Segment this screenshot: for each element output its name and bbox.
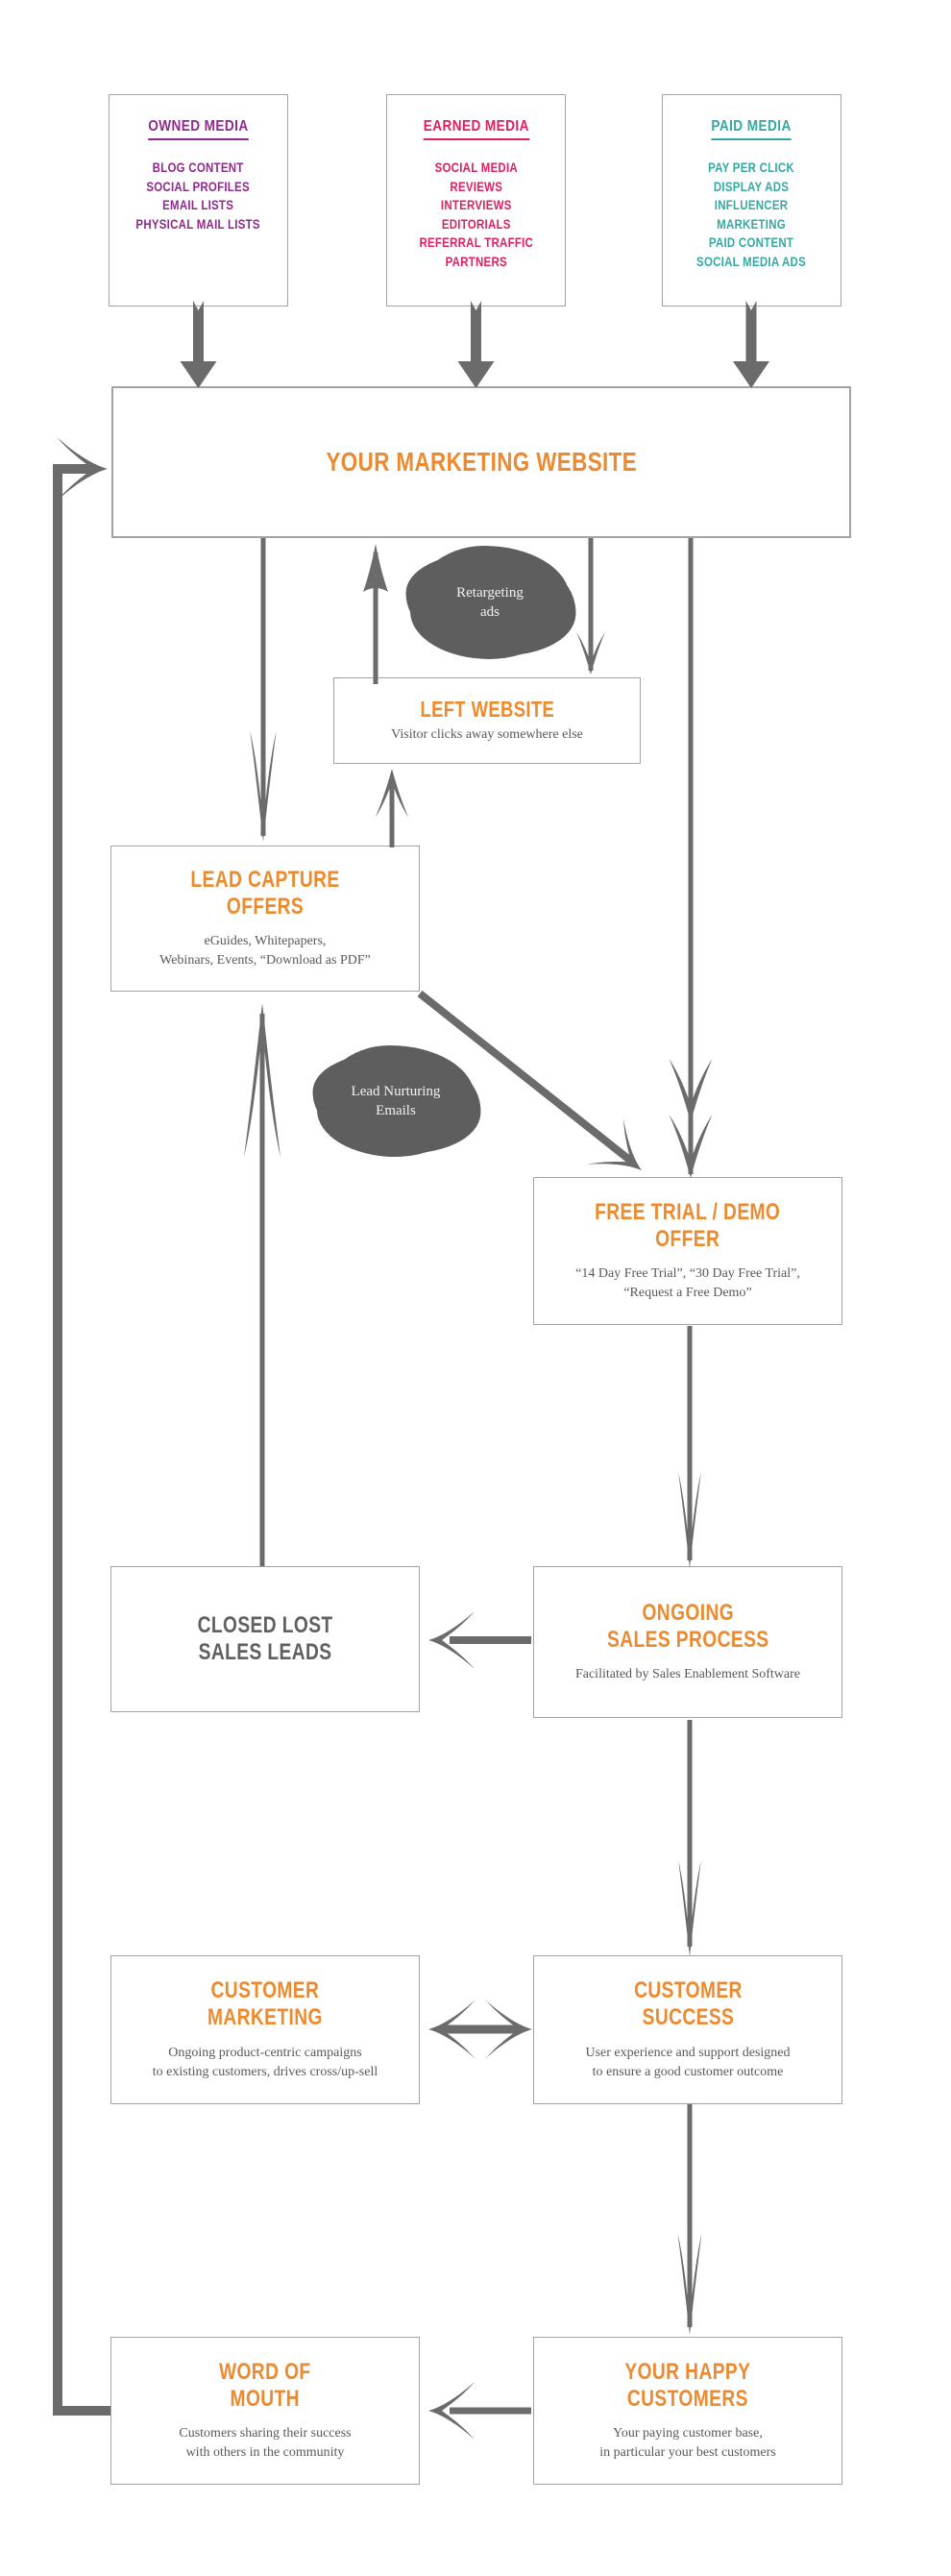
lead-nurturing-emails-blob: Lead Nurturing Emails [317, 1045, 475, 1157]
arrow-website-to-free-trial [669, 538, 713, 1178]
closed-lost-sales-leads-box: CLOSED LOST SALES LEADS [110, 1566, 420, 1712]
your-happy-customers-title: YOUR HAPPY CUSTOMERS [624, 2358, 751, 2412]
arrow-closed-lost-to-lead-capture [244, 1003, 280, 1566]
lead-capture-offers-subtitle: eGuides, Whitepapers, Webinars, Events, … [159, 934, 371, 969]
free-trial-demo-offer-subtitle: “14 Day Free Trial”, “30 Day Free Trial”… [575, 1266, 800, 1301]
lead-capture-offers-box: LEAD CAPTURE OFFERS eGuides, Whitepapers… [110, 846, 420, 992]
arrow-website-to-left-website [576, 538, 605, 675]
left-website-box: LEFT WEBSITE Visitor clicks away somewhe… [333, 677, 641, 764]
left-website-title: LEFT WEBSITE [420, 696, 554, 722]
arrow-happy-customers-to-word-of-mouth [428, 2382, 531, 2440]
customer-success-subtitle: User experience and support designed to … [585, 2045, 791, 2079]
your-happy-customers-box: YOUR HAPPY CUSTOMERS Your paying custome… [533, 2337, 842, 2485]
arrow-lead-capture-to-left-website [375, 769, 409, 847]
owned-media-box: OWNED MEDIA BLOG CONTENT SOCIAL PROFILES… [109, 94, 288, 307]
arrow-free-trial-to-ongoing-sales [678, 1326, 701, 1568]
word-of-mouth-subtitle: Customers sharing their success with oth… [179, 2426, 352, 2461]
arrow-customer-marketing-customer-success [428, 2000, 532, 2058]
earned-media-box: EARNED MEDIA SOCIAL MEDIA REVIEWS INTERV… [386, 94, 566, 307]
customer-marketing-box: CUSTOMER MARKETING Ongoing product-centr… [110, 1955, 420, 2104]
word-of-mouth-box: WORD OF MOUTH Customers sharing their su… [110, 2337, 420, 2485]
lead-nurturing-emails-label: Lead Nurturing Emails [351, 1083, 441, 1118]
marketing-website-box: YOUR MARKETING WEBSITE [111, 386, 851, 538]
paid-media-title: PAID MEDIA [711, 118, 792, 140]
arrow-ongoing-sales-to-closed-lost [428, 1611, 531, 1669]
closed-lost-sales-leads-title: CLOSED LOST SALES LEADS [197, 1612, 333, 1665]
customer-marketing-title: CUSTOMER MARKETING [207, 1977, 323, 2031]
arrow-ongoing-sales-to-customer-success [678, 1720, 701, 1956]
earned-media-title: EARNED MEDIA [423, 118, 529, 140]
arrow-word-of-mouth-loop-to-website [53, 437, 110, 2416]
arrow-website-to-lead-capture [250, 538, 277, 842]
ongoing-sales-process-title: ONGOING SALES PROCESS [606, 1599, 769, 1653]
your-happy-customers-subtitle: Your paying customer base, in particular… [599, 2426, 776, 2461]
arrow-left-website-to-website [363, 544, 388, 684]
lead-capture-offers-title: LEAD CAPTURE OFFERS [190, 866, 340, 920]
ongoing-sales-process-box: ONGOING SALES PROCESS Facilitated by Sal… [533, 1566, 842, 1718]
customer-success-box: CUSTOMER SUCCESS User experience and sup… [533, 1955, 842, 2104]
arrow-earned-media-to-website [457, 301, 495, 388]
ongoing-sales-process-subtitle: Facilitated by Sales Enablement Software [574, 1667, 801, 1682]
earned-media-items: SOCIAL MEDIA REVIEWS INTERVIEWS EDITORIA… [419, 160, 533, 269]
word-of-mouth-title: WORD OF MOUTH [219, 2358, 311, 2412]
paid-media-box: PAID MEDIA PAY PER CLICK DISPLAY ADS INF… [662, 94, 841, 307]
customer-success-title: CUSTOMER SUCCESS [633, 1977, 743, 2031]
arrow-customer-success-to-happy-customers [677, 2104, 702, 2335]
paid-media-items: PAY PER CLICK DISPLAY ADS INFLUENCER MAR… [696, 160, 807, 269]
retargeting-ads-blob: Retargeting ads [410, 546, 570, 659]
free-trial-demo-offer-title: FREE TRIAL / DEMO OFFER [595, 1198, 781, 1252]
owned-media-items: BLOG CONTENT SOCIAL PROFILES EMAIL LISTS… [135, 160, 261, 232]
left-website-subtitle: Visitor clicks away somewhere else [391, 727, 583, 743]
customer-marketing-subtitle: Ongoing product-centric campaigns to exi… [152, 2045, 378, 2079]
owned-media-title: OWNED MEDIA [148, 118, 249, 140]
free-trial-demo-offer-box: FREE TRIAL / DEMO OFFER “14 Day Free Tri… [533, 1177, 842, 1325]
arrow-paid-media-to-website [733, 301, 769, 388]
arrow-owned-media-to-website [180, 301, 217, 388]
retargeting-ads-label: Retargeting ads [456, 584, 524, 620]
marketing-website-title: YOUR MARKETING WEBSITE [326, 446, 637, 477]
